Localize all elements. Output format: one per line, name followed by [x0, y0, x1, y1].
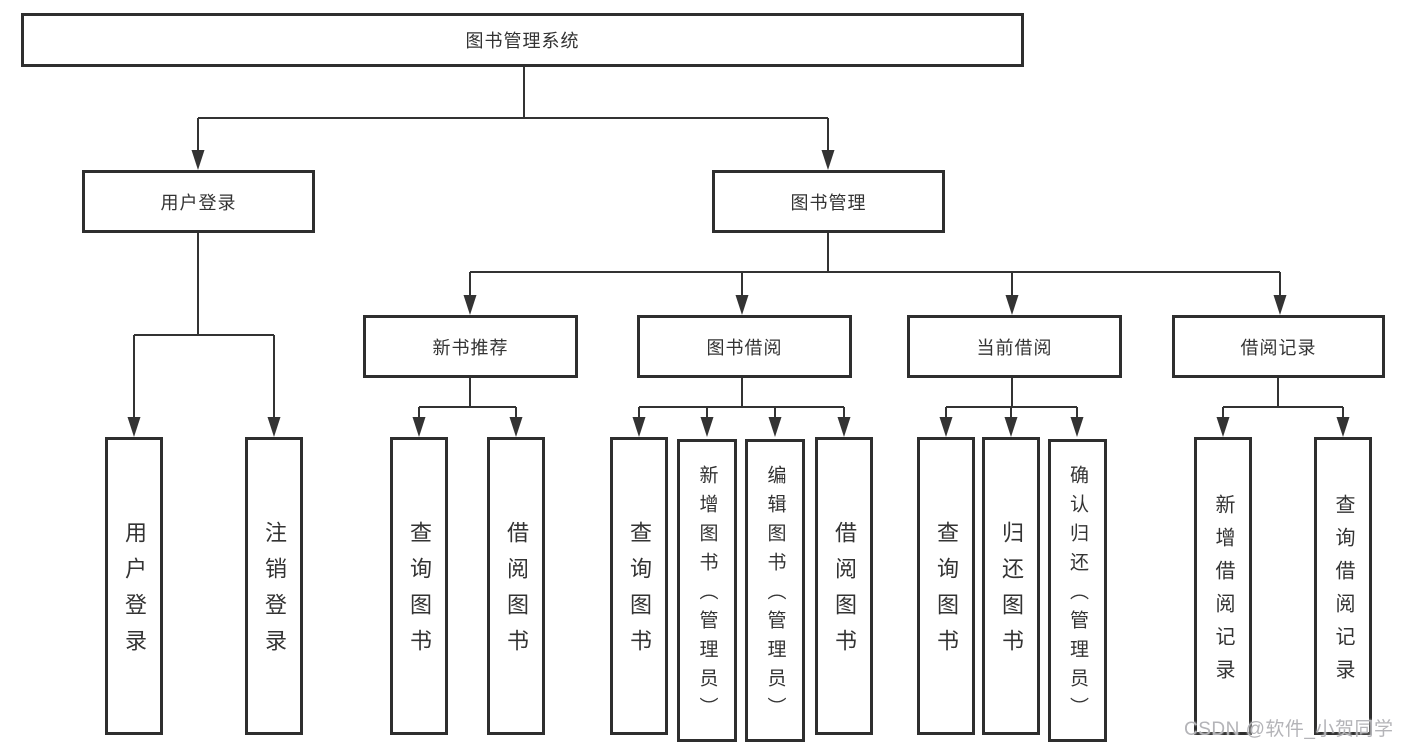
- node-book-borrow-label: 图书借阅: [706, 337, 783, 358]
- leaf-records-query-record-label: 查询借阅记录: [1332, 493, 1354, 692]
- node-new-book-recommend: 新书推荐: [363, 315, 578, 378]
- arrowhead: [412, 417, 426, 437]
- node-root: 图书管理系统: [21, 13, 1024, 67]
- leaf-records-add-record-label: 新增借阅记录: [1212, 493, 1234, 692]
- leaf-borrow-borrow-books-label: 借阅图书: [832, 521, 857, 665]
- arrowhead: [1216, 417, 1230, 437]
- leaf-user-login-label: 用户登录: [122, 521, 147, 665]
- leaf-logout: 注销登录: [245, 437, 303, 735]
- arrowhead: [768, 417, 782, 437]
- arrowhead: [463, 295, 477, 315]
- leaf-borrow-query-books: 查询图书: [610, 437, 668, 735]
- arrowhead: [1005, 295, 1019, 315]
- arrowhead: [821, 150, 835, 170]
- arrowhead: [191, 150, 205, 170]
- arrowhead: [837, 417, 851, 437]
- leaf-current-return-books-label: 归还图书: [999, 521, 1024, 665]
- arrowhead: [632, 417, 646, 437]
- connector-path: [133, 67, 1344, 419]
- csdn-watermark: CSDN @软件_小贺同学: [1184, 719, 1394, 740]
- leaf-user-login: 用户登录: [105, 437, 163, 735]
- arrowhead: [1273, 295, 1287, 315]
- leaf-newbook-query-books-label: 查询图书: [407, 521, 432, 665]
- leaf-borrow-add-books-admin-label: 新增图书（管理员）: [696, 465, 718, 726]
- leaf-borrow-edit-books-admin-label: 编辑图书（管理员）: [764, 465, 786, 726]
- leaf-newbook-query-books: 查询图书: [390, 437, 448, 735]
- leaf-current-confirm-return-admin-label: 确认归还（管理员）: [1067, 465, 1088, 726]
- leaf-borrow-query-books-label: 查询图书: [627, 521, 652, 665]
- arrowhead: [1070, 417, 1084, 437]
- leaf-borrow-edit-books-admin: 编辑图书（管理员）: [745, 439, 805, 742]
- node-borrow-records: 借阅记录: [1172, 315, 1385, 378]
- node-user-login-label: 用户登录: [160, 192, 237, 213]
- node-book-management: 图书管理: [712, 170, 945, 233]
- node-root-label: 图书管理系统: [465, 31, 580, 51]
- node-new-book-recommend-label: 新书推荐: [432, 337, 509, 358]
- leaf-current-query-books: 查询图书: [917, 437, 975, 735]
- leaf-current-confirm-return-admin: 确认归还（管理员）: [1048, 439, 1107, 742]
- node-current-borrow-label: 当前借阅: [976, 337, 1053, 358]
- leaf-borrow-add-books-admin: 新增图书（管理员）: [677, 439, 737, 742]
- node-user-login: 用户登录: [82, 170, 315, 233]
- arrowhead: [127, 417, 141, 437]
- leaf-newbook-borrow-books: 借阅图书: [487, 437, 545, 735]
- node-book-management-label: 图书管理: [790, 192, 867, 213]
- leaf-logout-label: 注销登录: [262, 521, 287, 665]
- arrowhead: [735, 295, 749, 315]
- node-current-borrow: 当前借阅: [907, 315, 1122, 378]
- leaf-records-add-record: 新增借阅记录: [1194, 437, 1252, 735]
- leaf-borrow-borrow-books: 借阅图书: [815, 437, 873, 735]
- arrowhead: [1004, 417, 1018, 437]
- leaf-current-query-books-label: 查询图书: [934, 521, 959, 665]
- arrowhead: [700, 417, 714, 437]
- leaf-records-query-record: 查询借阅记录: [1314, 437, 1372, 735]
- arrowhead: [939, 417, 953, 437]
- leaf-newbook-borrow-books-label: 借阅图书: [504, 521, 529, 665]
- node-borrow-records-label: 借阅记录: [1240, 337, 1317, 358]
- node-book-borrow: 图书借阅: [637, 315, 852, 378]
- arrowhead: [509, 417, 523, 437]
- arrowhead: [267, 417, 281, 437]
- arrowhead: [1336, 417, 1350, 437]
- leaf-current-return-books: 归还图书: [982, 437, 1040, 735]
